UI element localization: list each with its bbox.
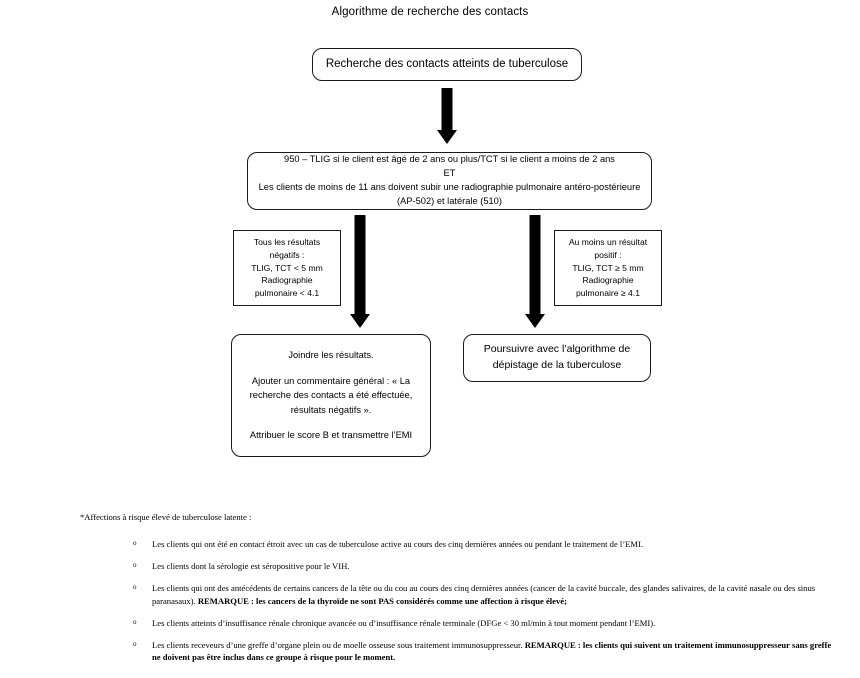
bullet-marker-icon: o [133, 640, 137, 649]
footnote-list-item: o Les clients qui ont des antécédents de … [119, 582, 839, 606]
footnote-item-text: Les clients receveurs d’une greffe d’org… [152, 640, 832, 663]
node-tests-line1: 950 – TLIG si le client est âgé de 2 ans… [284, 154, 615, 165]
node-tests: 950 – TLIG si le client est âgé de 2 ans… [247, 152, 652, 210]
arrow-shaft [441, 88, 453, 132]
node-negative-action: Joindre les résultats. Ajouter un commen… [231, 334, 431, 457]
arrow-head-icon [437, 130, 457, 144]
node-tests-line2: ET [443, 168, 456, 179]
footnote-item-text: Les clients qui ont des antécédents de c… [152, 583, 816, 606]
pos-action-line2: dépistage de la tuberculose [492, 359, 622, 371]
footnote-item-emphasis: REMARQUE : les clients qui suivent un tr… [152, 640, 832, 663]
footnote-item-text: Les clients dont la sérologie est séropo… [152, 561, 350, 572]
bullet-marker-icon: o [133, 617, 137, 626]
neg-action-line3: Attribuer le score B et transmettre l’EM… [249, 430, 413, 441]
arrow-head-icon [525, 314, 545, 328]
neg-criteria-line3: TLIG, TCT < 5 mm [251, 262, 323, 273]
node-tests-line4: (AP-502) et latérale (510) [397, 195, 502, 206]
node-tests-line3: Les clients de moins de 11 ans doivent s… [258, 182, 641, 192]
arrow-shaft [529, 215, 541, 316]
arrow-shaft [354, 215, 366, 316]
footnote-heading: *Affections à risque élevé de tuberculos… [80, 512, 252, 522]
footnote-item-emphasis: REMARQUE : les cancers de la thyroïde ne… [197, 595, 567, 606]
footnote-list: o Les clients qui ont été en contact étro… [119, 538, 839, 673]
neg-action-line2: Ajouter un commentaire général : « La re… [249, 375, 413, 415]
node-start: Recherche des contacts atteints de tuber… [312, 48, 582, 81]
footnote-item-text: Les clients atteints d’insuffisance réna… [152, 617, 656, 628]
footnote-list-item: o Les clients qui ont été en contact étro… [119, 538, 839, 550]
bullet-marker-icon: o [133, 583, 137, 592]
arrow-head-icon [350, 314, 370, 328]
bullet-marker-icon: o [133, 539, 137, 547]
pos-criteria-line2: positif : [594, 249, 622, 260]
pos-criteria-line3: TLIG, TCT ≥ 5 mm [572, 262, 644, 273]
pos-criteria-line4: Radiographie [582, 275, 634, 286]
neg-criteria-line1: Tous les résultats [253, 236, 321, 247]
node-negative-criteria: Tous les résultats négatifs : TLIG, TCT … [233, 230, 341, 306]
pos-criteria-line5: pulmonaire ≥ 4.1 [576, 288, 640, 299]
neg-criteria-line4: Radiographie [261, 275, 313, 286]
pos-action-line1: Poursuivre avec l’algorithme de [483, 343, 631, 356]
node-positive-action: Poursuivre avec l’algorithme de dépistag… [463, 334, 651, 382]
footnote-item-text: Les clients qui ont été en contact étroi… [152, 539, 644, 549]
footnote-list-item: o Les clients dont la sérologie est sérop… [119, 560, 839, 572]
bullet-marker-icon: o [133, 561, 137, 570]
pos-criteria-line1: Au moins un résultat [568, 236, 648, 247]
footnote-list-item: o Les clients receveurs d’une greffe d’o… [119, 639, 839, 663]
neg-criteria-line5: pulmonaire < 4.1 [254, 288, 320, 299]
neg-action-line1: Joindre les résultats. [288, 350, 374, 361]
node-positive-criteria: Au moins un résultat positif : TLIG, TCT… [554, 230, 662, 306]
neg-criteria-line2: négatifs : [269, 249, 305, 260]
node-start-label: Recherche des contacts atteints de tuber… [325, 58, 569, 71]
footnote-list-item: o Les clients atteints d’insuffisance rén… [119, 617, 839, 629]
page-title: Algorithme de recherche des contacts [331, 6, 529, 18]
